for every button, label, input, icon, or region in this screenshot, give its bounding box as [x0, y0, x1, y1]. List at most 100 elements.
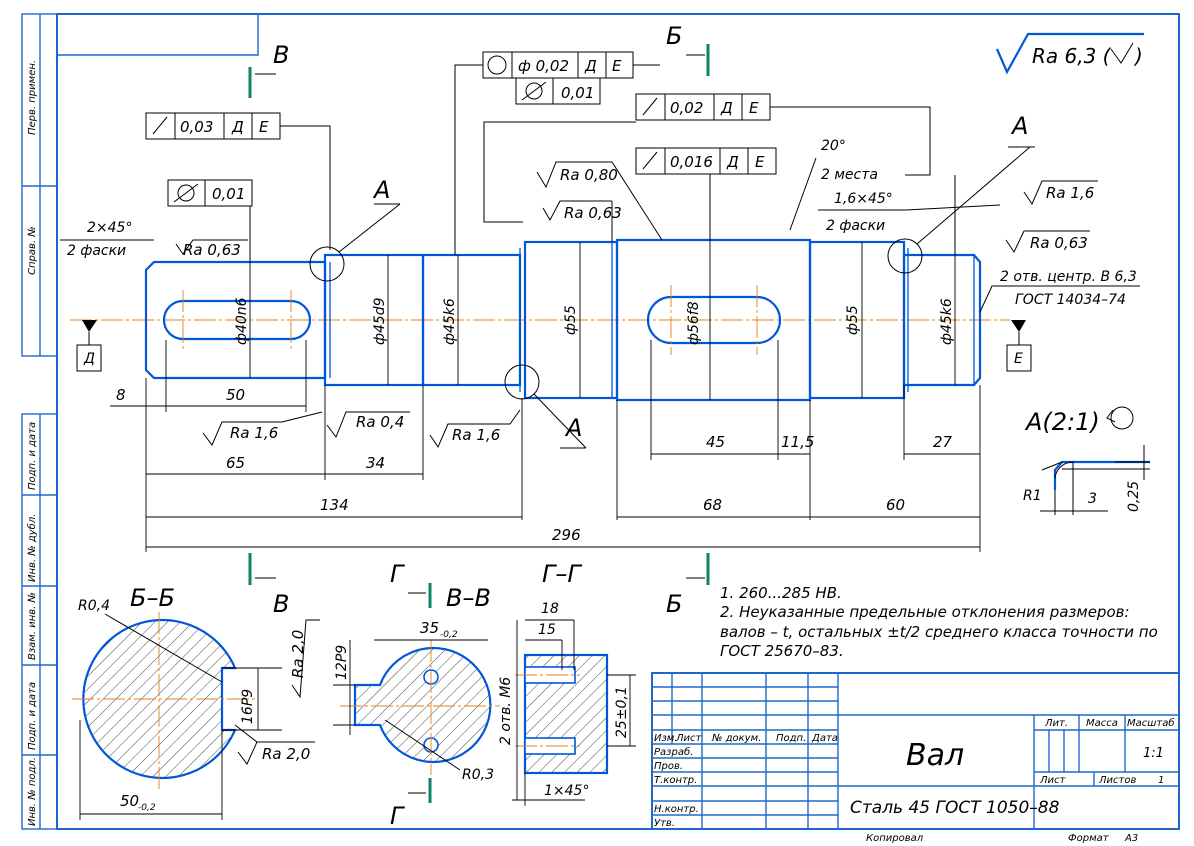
tb-format-value: А3 — [1124, 833, 1138, 844]
section-vv: В–В 35 -0,2 12P9 R0,3 — [333, 584, 500, 783]
technical-notes: 1. 260...285 HB. 2. Неуказанные предельн… — [720, 584, 1158, 660]
dim-296: 296 — [552, 526, 581, 544]
section-letter: В — [273, 590, 289, 618]
note-line: ГОСТ 25670–83. — [720, 642, 844, 660]
tb-sheet: Лист — [1039, 775, 1067, 786]
roughness-label: Ra 0,80 — [560, 166, 618, 184]
detail-circle-a — [309, 246, 345, 282]
chamfer-note: 2 фаски — [826, 218, 885, 234]
section-gg-15: 15 — [538, 622, 556, 638]
tol-datum: Д — [584, 57, 597, 75]
side-label: Справ. № — [27, 226, 38, 275]
roughness-marks: Ra 0,63 Ra 0,80 Ra 0,63 Ra 1,6 Ra 0,63 R… — [175, 161, 1098, 449]
section-vv-tol: -0,2 — [440, 630, 458, 640]
section-letter: Г — [390, 560, 405, 588]
section-vv-body — [353, 646, 492, 764]
diameter-dimensions: ф40n6 ф45d9 ф45k6 ф55 ф56f8 ф55 ф45k6 — [234, 240, 956, 400]
shaft-main-view — [70, 146, 1031, 449]
tol-value: 0,01 — [561, 84, 594, 102]
roughness-label: Ra 2,0 — [289, 630, 307, 678]
tb-col-header: Лист — [675, 733, 703, 744]
detail-letter: А — [1010, 112, 1028, 140]
tol-value: 0,03 — [180, 118, 213, 136]
diameter-label: ф55 — [845, 305, 861, 335]
diameter-label: ф45k6 — [442, 298, 458, 345]
detail-letter: А — [372, 176, 390, 204]
section-gg-holes: 2 отв. М6 — [498, 677, 514, 745]
part-name: Вал — [906, 738, 964, 773]
section-gg: Г–Г 18 15 2 отв. М6 25±0,1 1×45° — [498, 560, 636, 806]
detail-title: А(2:1) — [1024, 408, 1100, 436]
side-label: Инв. № подл. — [27, 757, 38, 826]
note-line: 1. 260...285 HB. — [720, 584, 842, 602]
section-bb: Б–Б 16P9 R0,4 50 -0,2 Ra 2,0 Ra 2,0 — [72, 584, 320, 820]
main-view-notes: 2×45° 2 фаски 20° 2 места 1,6×45° 2 фаск… — [60, 138, 1140, 313]
roughness-label: Ra 1,6 — [1046, 184, 1094, 202]
center-holes-note: 2 отв. центр. В 6,3 — [1000, 269, 1137, 285]
diameter-label: ф45d9 — [372, 297, 388, 345]
datum-left: Д — [76, 320, 102, 372]
tol-datum: Д — [726, 153, 739, 171]
dim-27: 27 — [933, 433, 953, 451]
section-title: Б–Б — [130, 584, 175, 612]
angle-note: 20° — [821, 138, 846, 154]
datum-right: Е — [1006, 320, 1032, 372]
dim-45: 45 — [706, 433, 725, 451]
chamfer-note: 1,6×45° — [834, 191, 893, 207]
side-label: Взам. инв. № — [27, 592, 38, 660]
section-vv-radius: R0,3 — [462, 767, 494, 783]
tb-row: Разраб. — [654, 746, 693, 758]
detail-3: 3 — [1088, 491, 1097, 507]
section-vv-width: 12P9 — [334, 645, 350, 680]
section-letter: В — [273, 41, 289, 69]
tol-datum: Е — [749, 99, 759, 117]
chamfer-note: 2×45° — [87, 220, 132, 236]
tb-col-header: № докум. — [711, 733, 761, 744]
section-bb-dia: 50 — [120, 792, 139, 810]
title-block-text: Изм. Лист № докум. Подп. Дата Разраб. Пр… — [654, 717, 1175, 844]
tol-datum: Е — [259, 118, 269, 136]
diameter-label: ф45k6 — [939, 298, 955, 345]
tb-format: Формат — [1068, 833, 1110, 844]
tol-datum: Е — [755, 153, 765, 171]
datum-label: Е — [1014, 351, 1023, 367]
side-label: Перв. примен. — [27, 60, 38, 135]
tb-mass: Масса — [1086, 718, 1118, 729]
section-bb-radius: R0,4 — [78, 598, 110, 614]
tol-value: ф 0,02 — [518, 57, 569, 75]
section-letter: Б — [666, 590, 682, 618]
tol-value: 0,01 — [212, 185, 245, 203]
section-vv-dia: 35 — [420, 619, 439, 637]
detail-a-view: А(2:1) R1 3 0,25 — [1023, 406, 1150, 515]
section-title: Г–Г — [542, 560, 582, 588]
detail-r1: R1 — [1023, 488, 1042, 504]
center-holes-note: ГОСТ 14034–74 — [1015, 292, 1126, 308]
general-roughness-text: Ra 6,3 ( — [1032, 44, 1112, 68]
general-roughness-tail: ) — [1133, 44, 1143, 68]
section-bb-tol: -0,2 — [138, 803, 156, 813]
tol-value: 0,02 — [670, 99, 703, 117]
roughness-label: Ra 0,63 — [183, 241, 241, 259]
dim-11-5: 11,5 — [781, 433, 814, 451]
side-label: Инв. № дубл. — [26, 514, 38, 582]
tb-row: Н.контр. — [654, 804, 699, 815]
diameter-label: ф40n6 — [234, 297, 250, 345]
section-markers: В В Б Б А А А Г Г — [248, 22, 1035, 830]
section-letter: Б — [666, 22, 682, 50]
tb-row: Утв. — [654, 818, 675, 829]
roughness-label: Ra 0,63 — [564, 204, 622, 222]
material: Сталь 45 ГОСТ 1050–88 — [850, 798, 1060, 818]
side-label: Подп. и дата — [27, 422, 38, 490]
dim-34: 34 — [366, 454, 385, 472]
chamfer-note: 2 фаски — [67, 243, 126, 259]
section-gg-25: 25±0,1 — [614, 686, 630, 738]
detail-circle-a — [887, 238, 923, 274]
side-label: Подп. и дата — [27, 682, 38, 750]
diameter-label: ф56f8 — [686, 301, 702, 345]
tb-sheets: Листов — [1098, 775, 1136, 786]
section-letter: Г — [390, 802, 405, 830]
dim-134: 134 — [320, 496, 349, 514]
roughness-label: Ra 0,63 — [1030, 234, 1088, 252]
linear-dimensions: 8 50 65 34 134 296 45 11,5 27 68 60 — [110, 340, 981, 552]
